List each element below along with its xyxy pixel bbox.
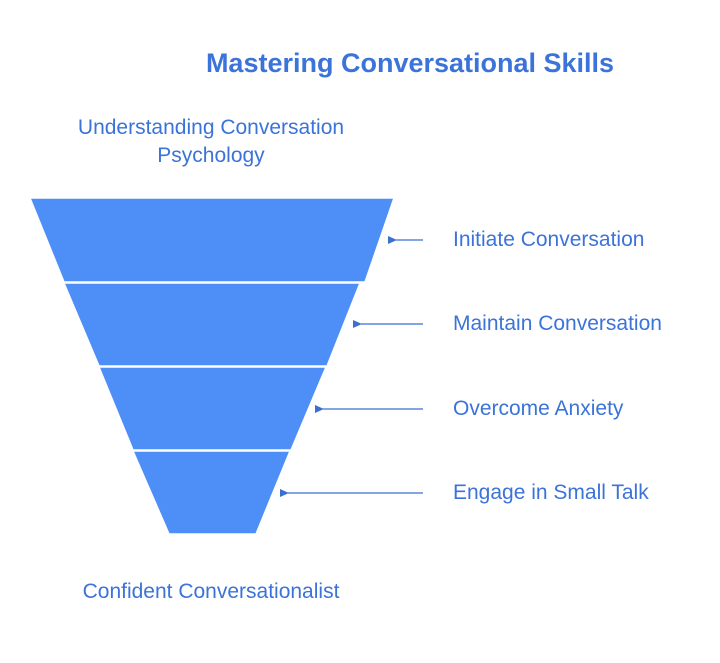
- funnel-bottom-label: Confident Conversationalist: [82, 580, 340, 603]
- funnel-top-label: Understanding Conversation Psychology: [77, 116, 345, 167]
- funnel-segment-4: [131, 450, 292, 535]
- diagram-title: Mastering Conversational Skills: [205, 48, 615, 78]
- stage-label-small-talk: Engage in Small Talk: [453, 481, 649, 504]
- funnel-segment-2: [62, 282, 362, 367]
- stage-label-initiate: Initiate Conversation: [453, 228, 645, 251]
- stage-label-maintain: Maintain Conversation: [453, 312, 662, 335]
- funnel-segment-1: [28, 197, 396, 283]
- funnel-segment-3: [97, 366, 328, 451]
- stage-label-overcome: Overcome Anxiety: [453, 397, 624, 420]
